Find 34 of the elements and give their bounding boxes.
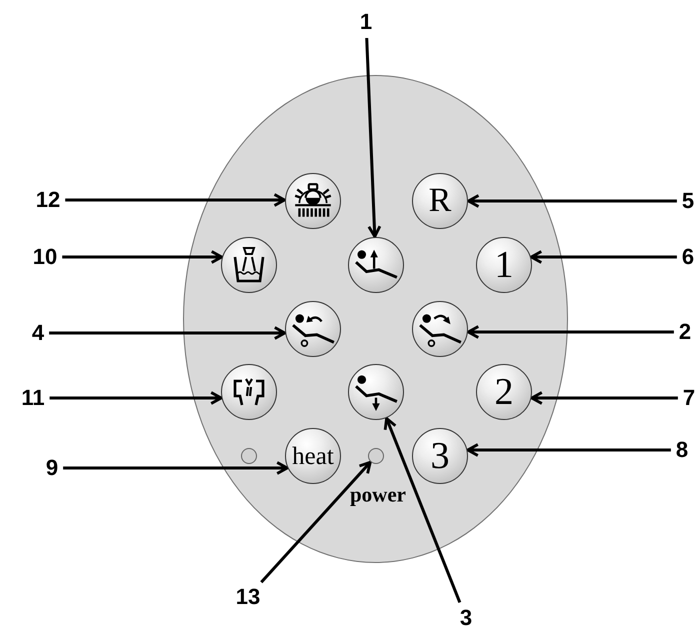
callout-number: 2 [678,321,692,343]
callout-number: 3 [460,607,472,629]
leader-arrow [49,326,286,340]
round-button: heat [285,428,341,484]
leader-arrow [467,194,677,208]
leader-arrow [384,417,462,603]
panel-label: power [350,484,406,506]
round-button: R [412,173,468,229]
leader-arrow [65,193,286,207]
leader-arrow [365,38,382,238]
leader-arrow [50,391,223,405]
round-button: 1 [476,237,532,293]
indicator-light [368,448,384,464]
leader-arrow [530,391,678,405]
callout-number: 4 [32,322,44,344]
callout-number: 5 [682,190,694,212]
callout-number: 13 [236,586,260,608]
leader-arrow [260,460,372,584]
round-button: 2 [476,364,532,420]
leader-arrow [466,443,671,457]
indicator-light [241,448,257,464]
callout-number: 6 [682,246,694,268]
round-button: 3 [412,428,468,484]
callout-number: 12 [36,189,60,211]
callout-number: 10 [32,246,58,268]
leader-arrow [530,250,677,264]
leader-arrow [62,250,224,264]
callout-number: 11 [21,387,45,409]
leader-arrow [466,325,674,339]
callout-number: 1 [360,11,372,33]
leader-arrow [63,461,289,475]
callout-number: 9 [46,457,58,479]
callout-number: 8 [676,439,688,461]
callout-number: 7 [682,387,696,409]
